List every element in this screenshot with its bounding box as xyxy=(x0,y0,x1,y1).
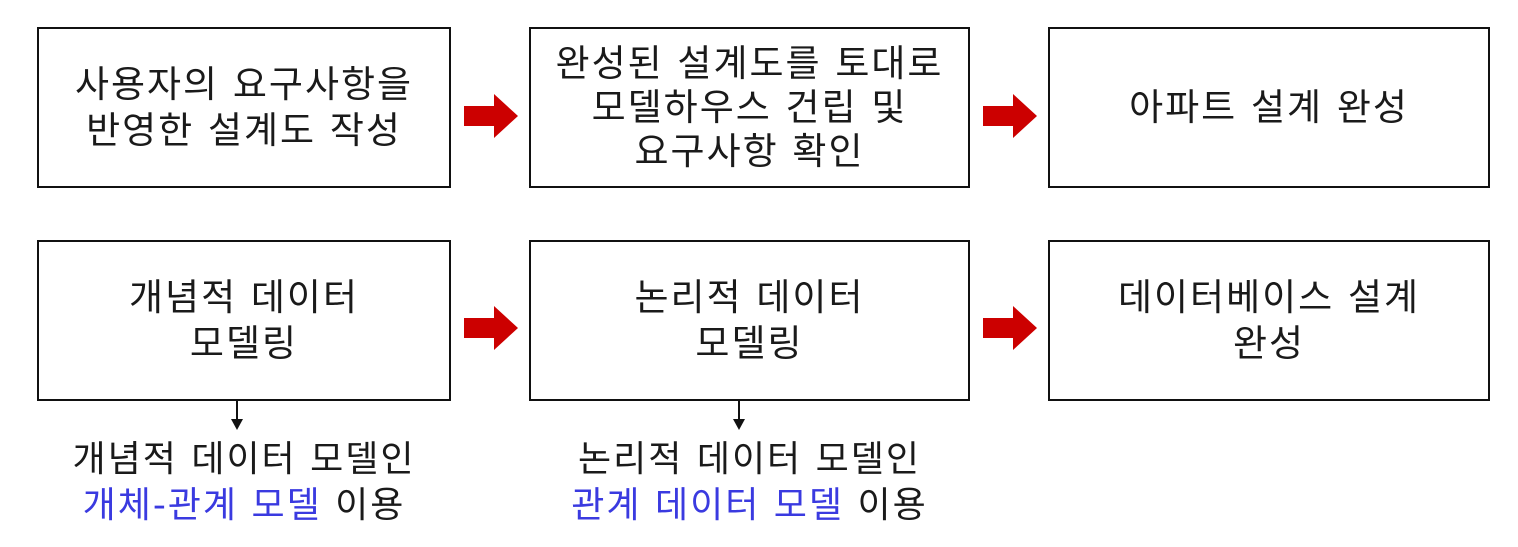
step-box-conceptual-modeling: 개념적 데이터 모델링 xyxy=(37,240,451,401)
note-highlight: 개체-관계 모델 xyxy=(82,485,322,526)
down-arrow-icon xyxy=(733,401,745,430)
right-arrow-icon xyxy=(983,306,1037,350)
note-line: 개념적 데이터 모델인 xyxy=(72,439,416,480)
step-label: 아파트 설계 완성 xyxy=(1129,85,1409,129)
step-box-apartment-complete: 아파트 설계 완성 xyxy=(1048,27,1490,188)
down-arrow-icon xyxy=(231,401,243,430)
step-label: 논리적 데이터 모델링 xyxy=(634,275,865,365)
note-line: 논리적 데이터 모델인 xyxy=(578,439,921,480)
right-arrow-icon xyxy=(464,94,518,138)
step-label: 완성된 설계도를 토대로 모델하우스 건립 및 요구사항 확인 xyxy=(555,41,944,173)
note-line: 관계 데이터 모델 이용 xyxy=(529,483,970,529)
note-suffix: 이용 xyxy=(844,485,928,526)
step-box-requirements-design: 사용자의 요구사항을 반영한 설계도 작성 xyxy=(37,27,451,188)
step-box-database-complete: 데이터베이스 설계 완성 xyxy=(1048,240,1490,401)
step-label: 데이터베이스 설계 완성 xyxy=(1117,275,1421,365)
step-box-logical-modeling: 논리적 데이터 모델링 xyxy=(529,240,970,401)
step-box-model-house: 완성된 설계도를 토대로 모델하우스 건립 및 요구사항 확인 xyxy=(529,27,970,188)
note-line: 개체-관계 모델 이용 xyxy=(37,483,451,529)
step-label: 개념적 데이터 모델링 xyxy=(128,275,359,365)
note-conceptual-model: 개념적 데이터 모델인 개체-관계 모델 이용 xyxy=(37,437,451,529)
note-highlight: 관계 데이터 모델 xyxy=(571,485,845,526)
right-arrow-icon xyxy=(464,306,518,350)
note-suffix: 이용 xyxy=(321,485,406,526)
note-logical-model: 논리적 데이터 모델인 관계 데이터 모델 이용 xyxy=(529,437,970,529)
right-arrow-icon xyxy=(983,94,1037,138)
step-label: 사용자의 요구사항을 반영한 설계도 작성 xyxy=(74,62,414,152)
